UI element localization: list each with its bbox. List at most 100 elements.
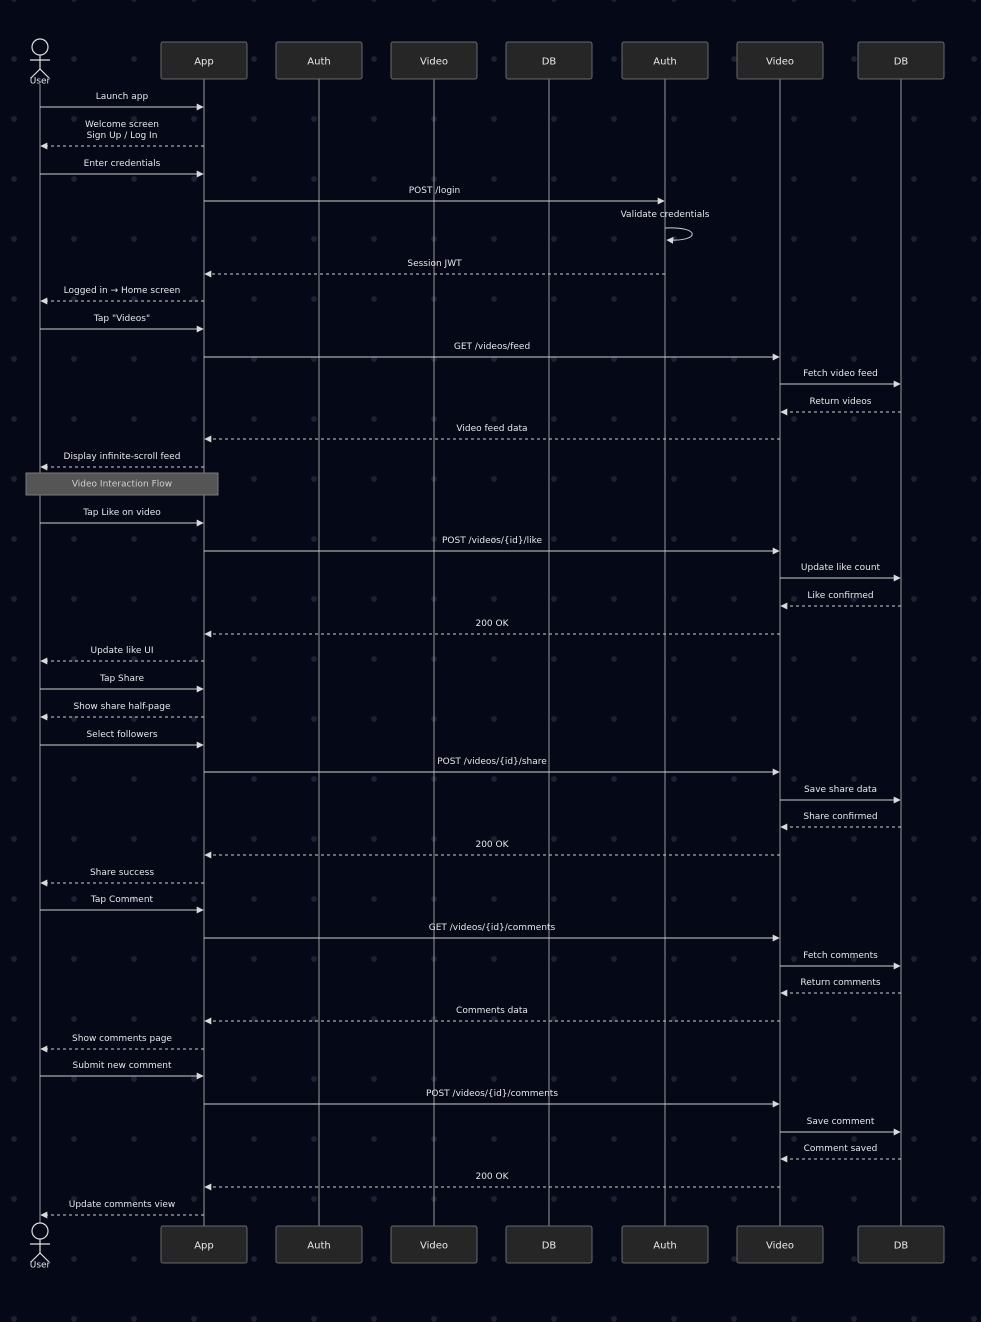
message-11: Return videos — [780, 397, 901, 416]
message-label: 200 OK — [475, 619, 509, 629]
message-33: Show comments page — [40, 1034, 204, 1053]
message-label: Save comment — [807, 1117, 875, 1127]
message-label: Tap Like on video — [82, 508, 161, 518]
message-9: GET /videos/feed — [204, 342, 780, 361]
message-label: Save share data — [804, 785, 877, 795]
message-label: Comments data — [456, 1006, 528, 1016]
message-34: Submit new comment — [40, 1061, 204, 1080]
message-15: POST /videos/{id}/like — [204, 536, 780, 555]
message-label: Fetch video feed — [803, 369, 878, 379]
message-4: POST /login — [204, 186, 665, 205]
message-label: Logged in → Home screen — [64, 286, 181, 296]
message-6: Session JWT — [204, 259, 665, 278]
participant-box-auth-5-bottom: Auth — [621, 1225, 709, 1264]
message-label: Update comments view — [69, 1200, 176, 1210]
participant-box-db-4-top: DB — [505, 41, 593, 80]
message-label: Enter credentials — [84, 159, 161, 169]
message-30: Fetch comments — [780, 951, 901, 970]
participant-box-video-6-top: Video — [736, 41, 824, 80]
message-26: 200 OK — [204, 840, 780, 859]
message-3: Enter credentials — [40, 159, 204, 178]
participant-box-video-3-bottom: Video — [390, 1225, 478, 1264]
participant-label: DB — [542, 57, 557, 68]
participant-label: Auth — [307, 57, 330, 68]
participant-box-db-7-bottom: DB — [857, 1225, 945, 1264]
message-27: Share success — [40, 868, 204, 887]
participant-label: DB — [542, 1241, 557, 1252]
actor-label-top: User — [30, 77, 51, 87]
participant-label: App — [194, 57, 214, 68]
message-17: Like confirmed — [780, 591, 901, 610]
message-25: Share confirmed — [780, 812, 901, 831]
participant-box-app-1-bottom: App — [160, 1225, 248, 1264]
message-arrow — [664, 227, 693, 244]
message-32: Comments data — [204, 1006, 780, 1025]
participant-label: DB — [894, 57, 909, 68]
message-24: Save share data — [780, 785, 901, 804]
participant-boxes: AppAppAuthAuthVideoVideoDBDBAuthAuthVide… — [160, 41, 945, 1264]
message-38: 200 OK — [204, 1172, 780, 1191]
message-label: Share success — [90, 868, 154, 878]
message-label: Tap Comment — [90, 895, 154, 905]
message-29: GET /videos/{id}/comments — [204, 923, 780, 942]
message-label: Show comments page — [72, 1034, 172, 1044]
message-22: Select followers — [40, 730, 204, 749]
participant-box-auth-2-bottom: Auth — [275, 1225, 363, 1264]
message-label: Display infinite-scroll feed — [64, 452, 181, 462]
participant-box-auth-5-top: Auth — [621, 41, 709, 80]
message-8: Tap "Videos" — [40, 314, 204, 333]
message-label: POST /login — [409, 186, 461, 196]
participant-label: Video — [420, 57, 448, 68]
message-37: Comment saved — [780, 1144, 901, 1163]
participant-label: Video — [420, 1241, 448, 1252]
participant-label: Auth — [653, 57, 676, 68]
message-label: GET /videos/feed — [454, 342, 530, 352]
message-label: Return comments — [800, 978, 880, 988]
message-label: Show share half-page — [73, 702, 171, 712]
participant-box-video-6-bottom: Video — [736, 1225, 824, 1264]
participant-box-video-3-top: Video — [390, 41, 478, 80]
message-label: Return videos — [810, 397, 872, 407]
message-18: 200 OK — [204, 619, 780, 638]
message-label: 200 OK — [475, 1172, 509, 1182]
participant-box-db-4-bottom: DB — [505, 1225, 593, 1264]
section-band: Video Interaction Flow — [25, 472, 219, 496]
participant-box-app-1-top: App — [160, 41, 248, 80]
message-14: Tap Like on video — [40, 508, 204, 527]
message-label: Update like UI — [91, 646, 154, 656]
message-label: Update like count — [801, 563, 881, 573]
message-label: Welcome screen — [85, 120, 159, 130]
message-20: Tap Share — [40, 674, 204, 693]
message-16: Update like count — [780, 563, 901, 582]
message-28: Tap Comment — [40, 895, 204, 914]
message-label: POST /videos/{id}/comments — [426, 1089, 558, 1099]
participant-label: Video — [766, 57, 794, 68]
message-label: Validate credentials — [621, 210, 710, 220]
message-39: Update comments view — [40, 1200, 204, 1219]
lifelines — [39, 79, 902, 1226]
message-label: Like confirmed — [807, 591, 873, 601]
message-5: Validate credentials — [621, 210, 710, 244]
message-label: Tap "Videos" — [93, 314, 150, 324]
message-label: Launch app — [96, 92, 149, 102]
actor-user-bottom — [30, 1222, 50, 1263]
message-19: Update like UI — [40, 646, 204, 665]
message-label: Session JWT — [407, 259, 462, 269]
message-label: Sign Up / Log In — [87, 131, 158, 141]
message-12: Video feed data — [204, 424, 780, 443]
message-label: GET /videos/{id}/comments — [429, 923, 556, 933]
message-label: Submit new comment — [72, 1061, 171, 1071]
actor-label-bottom: User — [30, 1261, 51, 1271]
message-31: Return comments — [780, 978, 901, 997]
message-label: Tap Share — [99, 674, 145, 684]
message-13: Display infinite-scroll feed — [40, 452, 204, 471]
message-36: Save comment — [780, 1117, 901, 1136]
message-label: Video feed data — [456, 424, 527, 434]
message-label: POST /videos/{id}/share — [437, 757, 547, 767]
participant-label: Auth — [307, 1241, 330, 1252]
message-label: Share confirmed — [803, 812, 877, 822]
actor-user-top — [30, 38, 50, 79]
